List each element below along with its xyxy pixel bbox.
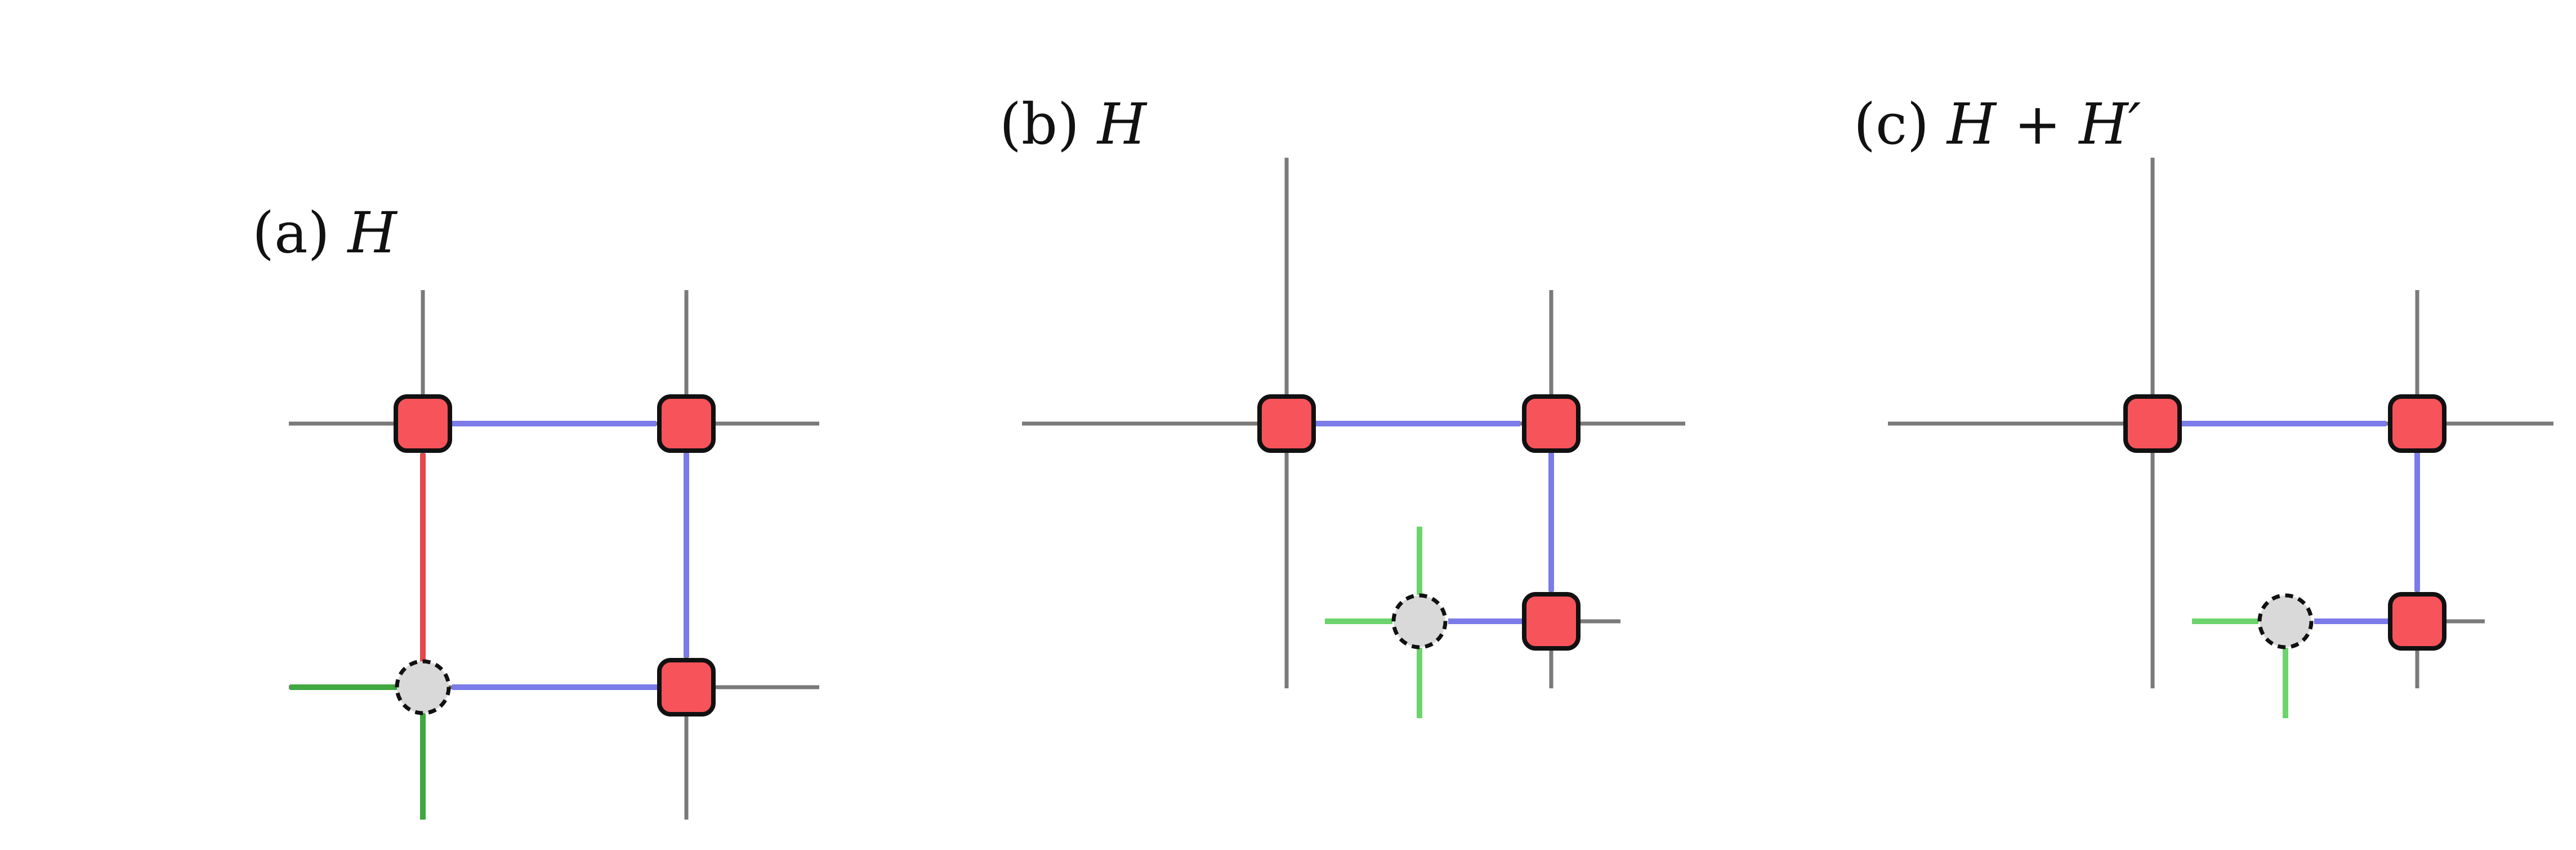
panel-a-prefix: (a) [252,200,347,266]
filled-node [1522,394,1581,453]
panel-c-label: (c) H + H′ [1854,91,2141,157]
panel-c-math: H + H′ [1946,91,2141,157]
panel-a-grid [289,290,819,820]
filled-node [2388,592,2446,651]
filled-node [657,394,716,453]
panel-b-label: (b) H [999,91,1148,157]
filled-node [2388,394,2446,453]
panel-a-math: H [346,200,398,266]
filled-node [1522,592,1581,651]
empty-node [395,659,451,715]
empty-node [2257,593,2314,649]
panel-a-label: (a) H [252,200,398,266]
filled-node [657,658,716,717]
filled-node [2123,394,2182,453]
panel-b-prefix: (b) [999,91,1097,157]
panel-a: (a) H [252,200,819,820]
filled-node [394,394,452,453]
empty-node [1391,593,1448,649]
panel-b: (b) H [999,91,1685,719]
panel-b-math: H [1096,91,1148,157]
filled-node [1257,394,1316,453]
panel-c-prefix: (c) [1854,91,1947,157]
panel-c: (c) H + H′ [1854,91,2553,719]
